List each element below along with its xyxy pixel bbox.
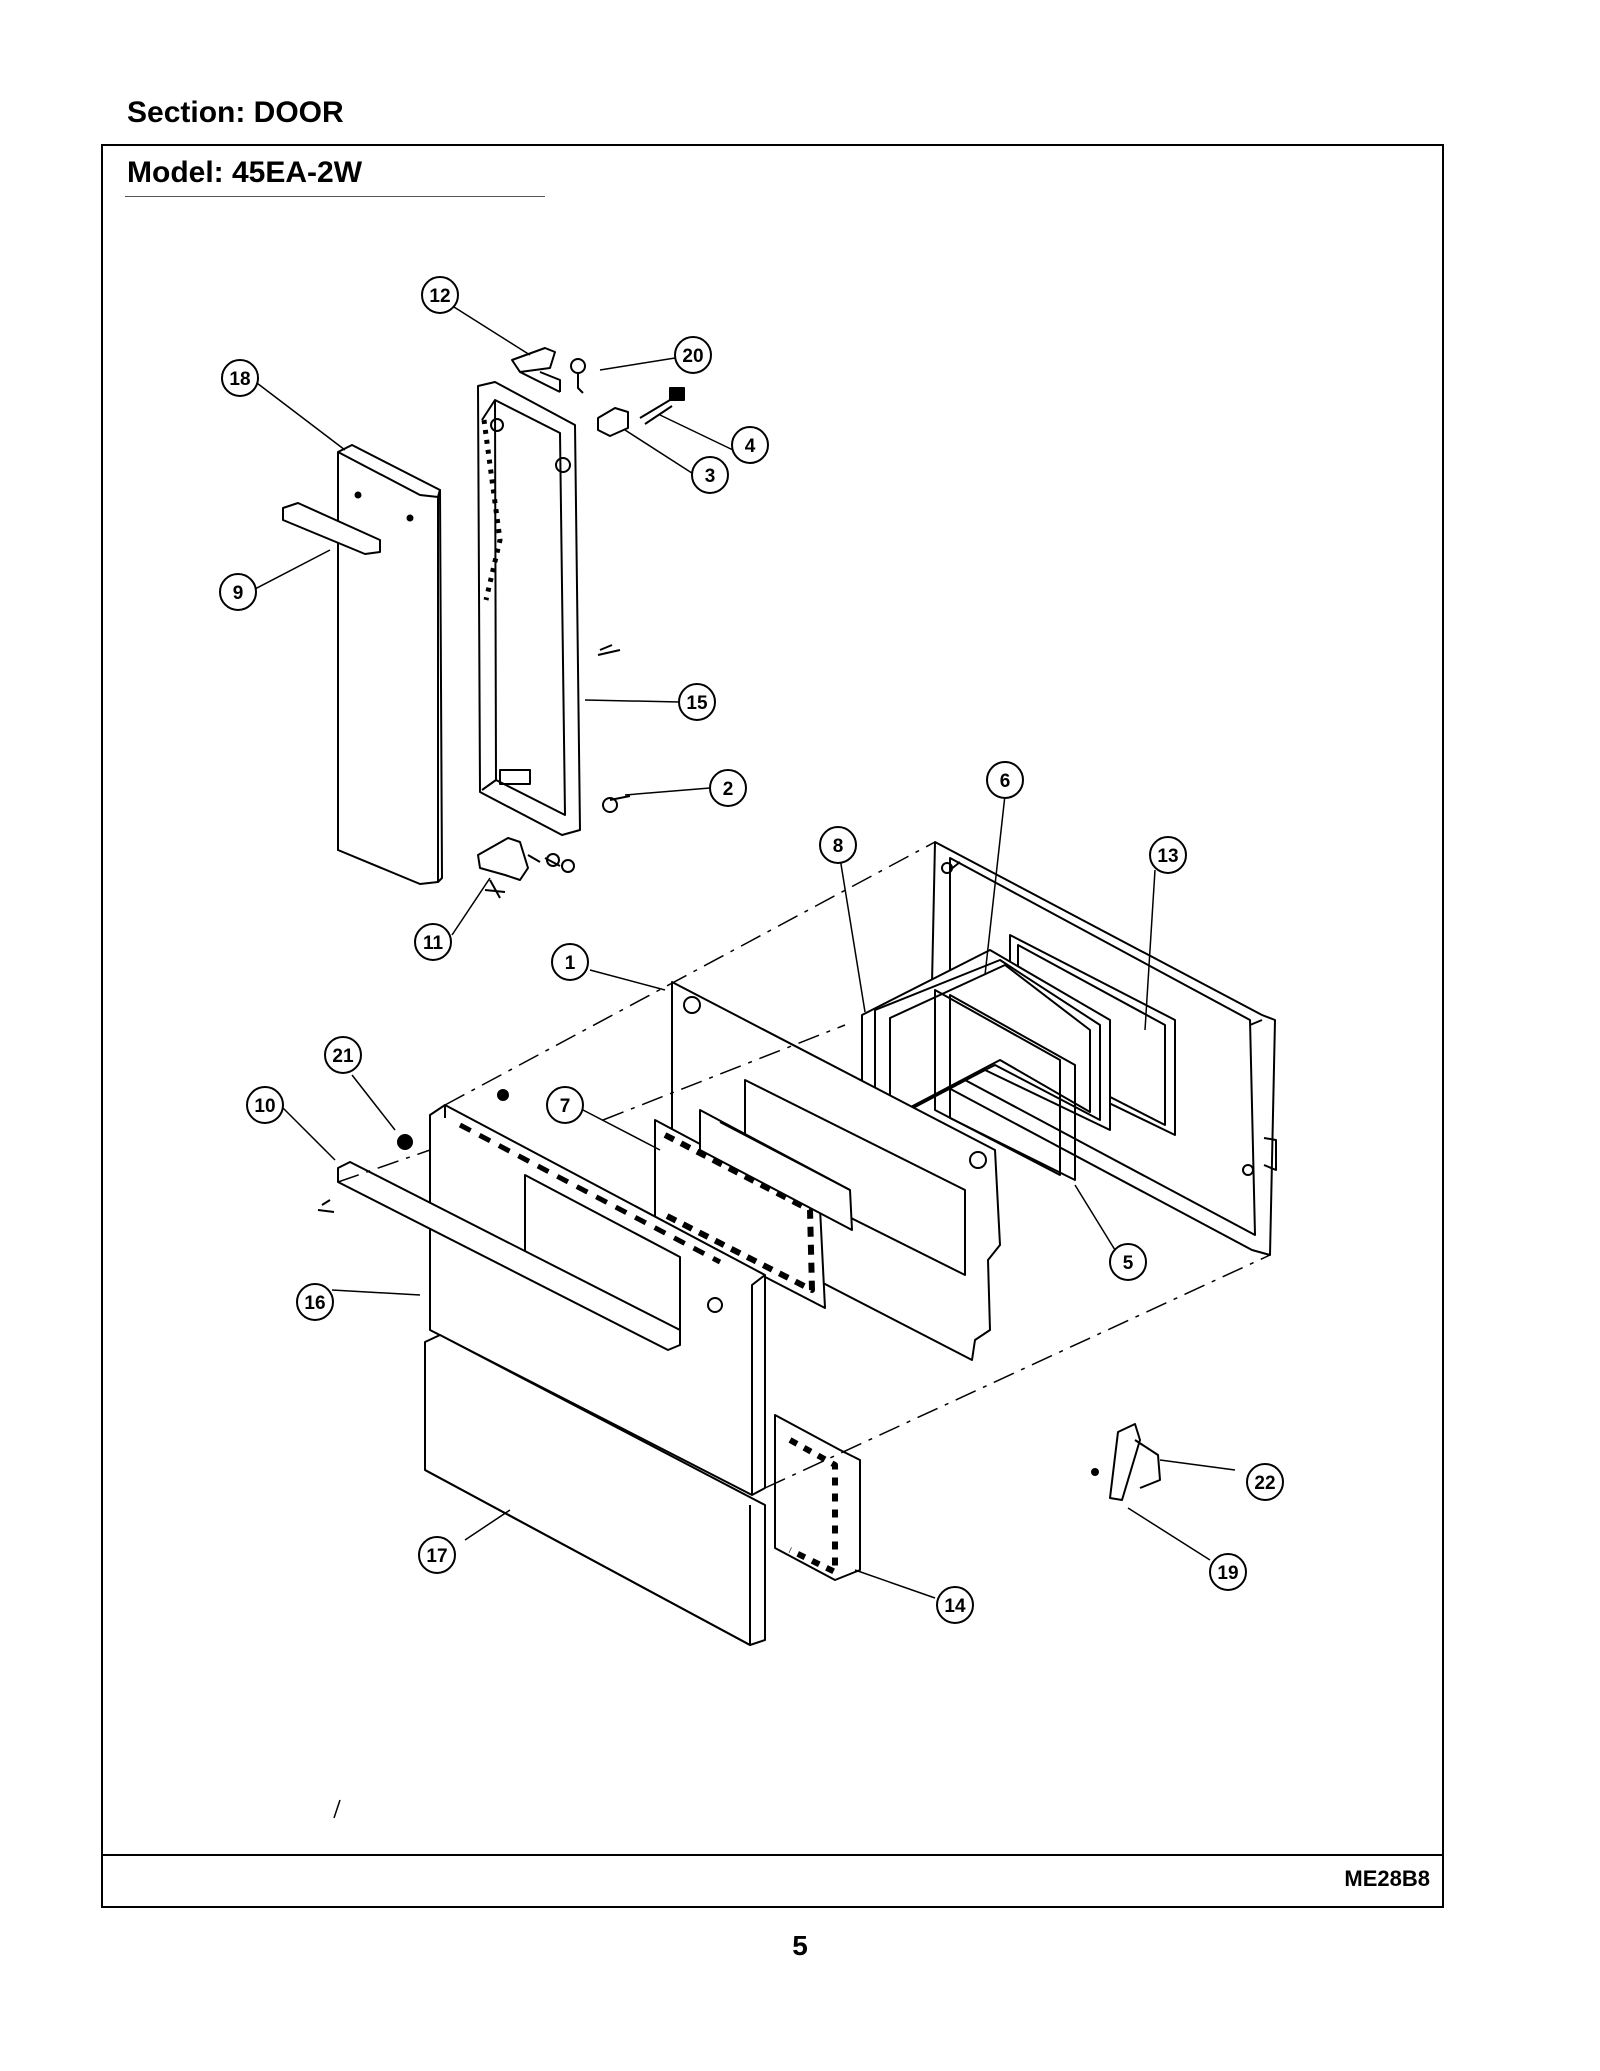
svg-text:13: 13 bbox=[1157, 846, 1178, 867]
callout-14: 14 bbox=[936, 1586, 974, 1624]
callout-5: 5 bbox=[1109, 1243, 1147, 1281]
part-2-screw bbox=[602, 795, 631, 813]
callout-7: 7 bbox=[546, 1086, 584, 1124]
svg-text:18: 18 bbox=[229, 369, 250, 390]
svg-text:3: 3 bbox=[705, 466, 716, 487]
callout-18: 18 bbox=[221, 359, 259, 397]
svg-text:5: 5 bbox=[1123, 1253, 1134, 1274]
part-14-lower-pack bbox=[774, 1414, 861, 1581]
svg-text:17: 17 bbox=[426, 1546, 447, 1567]
assembly-lines bbox=[337, 841, 1271, 1489]
callout-13: 13 bbox=[1149, 836, 1187, 874]
callout-9: 9 bbox=[219, 573, 257, 611]
svg-text:10: 10 bbox=[254, 1096, 275, 1117]
part-17-lower-panel bbox=[424, 1334, 766, 1646]
callout-10: 10 bbox=[246, 1086, 284, 1124]
callout-15: 15 bbox=[678, 683, 716, 721]
page-number: 5 bbox=[792, 1930, 808, 1961]
callout-19: 19 bbox=[1209, 1553, 1247, 1591]
part-9-bracket bbox=[282, 491, 414, 555]
model-underline bbox=[125, 196, 545, 197]
diagram-code: ME28B8 bbox=[1344, 1866, 1430, 1891]
svg-text:16: 16 bbox=[304, 1293, 325, 1314]
callout-11: 11 bbox=[414, 923, 452, 961]
part-22-bracket bbox=[1109, 1423, 1161, 1501]
part-18-side-panel bbox=[337, 444, 443, 885]
section-title: Section: DOOR bbox=[127, 96, 344, 129]
callout-17: 17 bbox=[418, 1536, 456, 1574]
svg-text:14: 14 bbox=[944, 1596, 966, 1617]
part-11-hinge-bottom bbox=[477, 837, 575, 899]
callout-8: 8 bbox=[819, 826, 857, 864]
svg-text:21: 21 bbox=[332, 1046, 354, 1067]
svg-text:9: 9 bbox=[233, 583, 244, 604]
svg-text:15: 15 bbox=[686, 693, 708, 714]
part-20-screw bbox=[570, 358, 586, 394]
svg-text:19: 19 bbox=[1217, 1563, 1238, 1584]
svg-text:11: 11 bbox=[423, 933, 444, 954]
part-21-plug bbox=[397, 1134, 413, 1150]
callout-12: 12 bbox=[421, 276, 459, 314]
model-title: Model: 45EA-2W bbox=[127, 156, 363, 189]
svg-text:8: 8 bbox=[833, 836, 844, 857]
part-15-side-channel bbox=[477, 381, 621, 836]
svg-text:1: 1 bbox=[565, 953, 576, 974]
callout-1: 1 bbox=[551, 943, 589, 981]
part-4-bolt bbox=[639, 387, 685, 425]
part-3-hinge-block bbox=[597, 407, 629, 437]
svg-text:6: 6 bbox=[1000, 771, 1011, 792]
part-7-insulation bbox=[654, 1109, 853, 1309]
callout-22: 22 bbox=[1246, 1463, 1284, 1501]
leader-lines bbox=[252, 306, 1236, 1599]
svg-text:7: 7 bbox=[560, 1096, 571, 1117]
footer-divider bbox=[101, 1854, 1444, 1856]
svg-text:20: 20 bbox=[682, 346, 703, 367]
part-19-screw bbox=[1091, 1468, 1099, 1476]
callout-20: 20 bbox=[674, 336, 712, 374]
callout-3: 3 bbox=[691, 456, 729, 494]
svg-text:12: 12 bbox=[429, 286, 450, 307]
callout-4: 4 bbox=[731, 426, 769, 464]
callout-2: 2 bbox=[709, 769, 747, 807]
callout-6: 6 bbox=[986, 761, 1024, 799]
part-12-hinge-top bbox=[511, 347, 561, 393]
diagram-frame bbox=[101, 144, 1444, 1908]
callout-16: 16 bbox=[296, 1283, 334, 1321]
svg-text:22: 22 bbox=[1254, 1473, 1275, 1494]
svg-text:4: 4 bbox=[745, 436, 756, 457]
svg-text:2: 2 bbox=[723, 779, 734, 800]
callout-21: 21 bbox=[324, 1036, 362, 1074]
scan-mark bbox=[333, 1799, 341, 1819]
